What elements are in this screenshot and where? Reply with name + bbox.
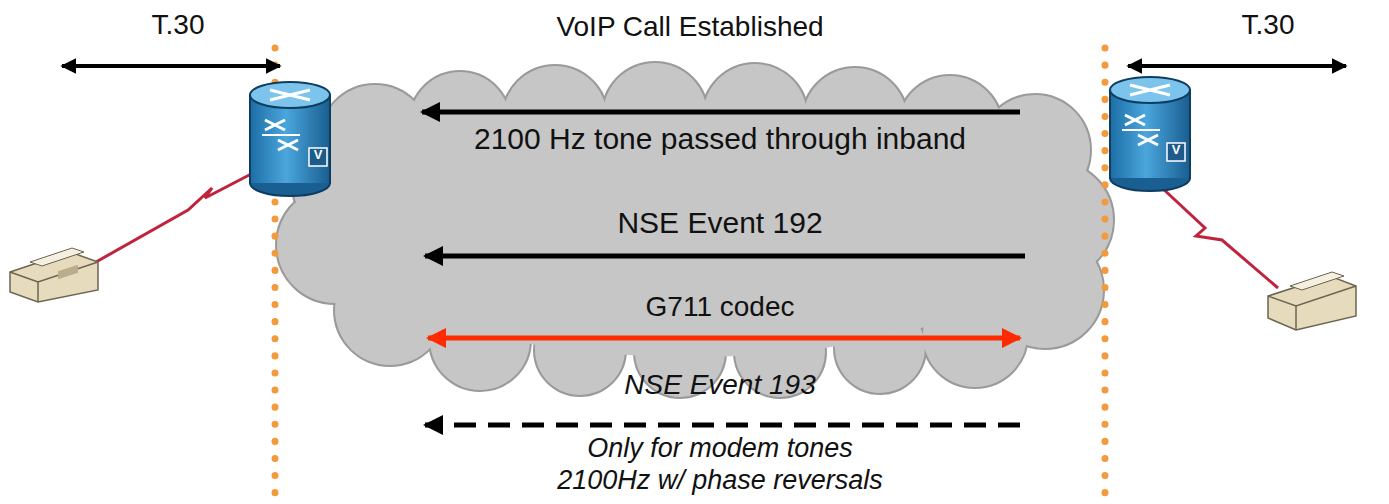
router-icon xyxy=(1110,77,1190,191)
boundary-line xyxy=(1102,48,1109,500)
fax-machine xyxy=(1268,272,1356,330)
message-arrow xyxy=(422,110,1020,115)
diagram-title: VoIP Call Established xyxy=(556,12,823,43)
codec-label: G711 codec xyxy=(646,292,795,323)
router-icon xyxy=(250,82,330,196)
voice-badge: V xyxy=(314,148,323,162)
message-label: NSE Event 193 xyxy=(624,370,815,401)
network-cloud xyxy=(277,63,1113,397)
fax-machine xyxy=(10,248,98,302)
phone-line xyxy=(1160,186,1278,288)
span-arrow xyxy=(1128,64,1346,68)
codec-arrow xyxy=(428,336,1020,341)
phone-line xyxy=(96,172,255,262)
message-arrow-dashed xyxy=(425,423,1020,428)
message-arrow xyxy=(425,254,1025,259)
note-label: Only for modem tones xyxy=(587,434,853,464)
note-label: 2100Hz w/ phase reversals xyxy=(557,466,883,496)
protocol-label: T.30 xyxy=(152,10,205,41)
message-label: 2100 Hz tone passed through inband xyxy=(474,122,966,155)
voice-badge: V xyxy=(1172,143,1181,157)
span-arrow xyxy=(62,64,280,68)
protocol-label: T.30 xyxy=(1242,10,1295,41)
message-label: NSE Event 192 xyxy=(617,206,822,239)
